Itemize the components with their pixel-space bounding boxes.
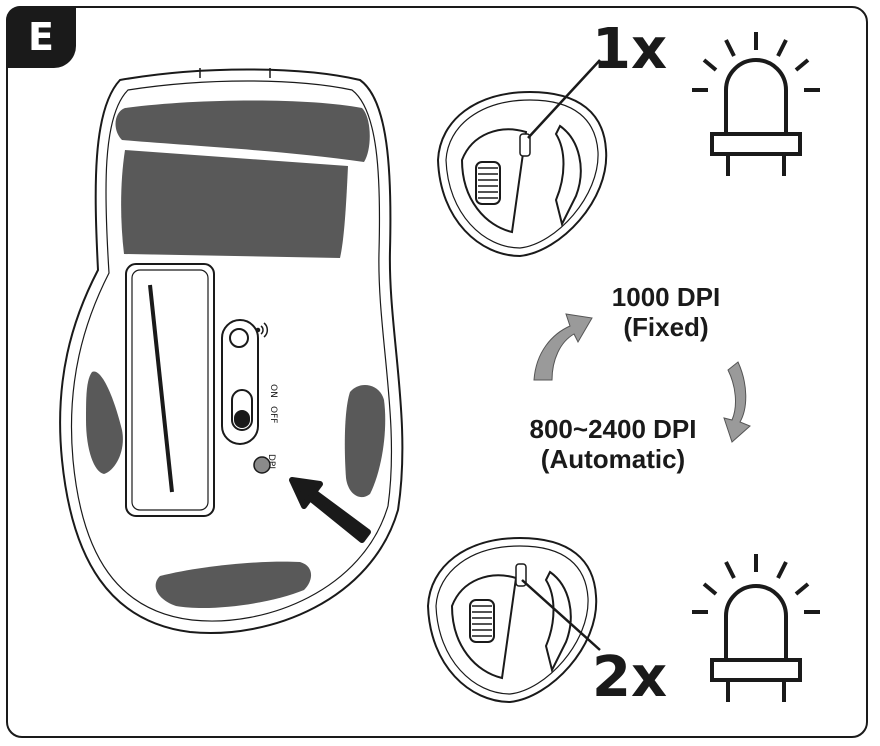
- bottom-glide-pad: [155, 561, 312, 609]
- figure-frame: [6, 6, 868, 738]
- cycle-arrow-up: [533, 313, 593, 381]
- upper-glide-pad: [121, 150, 348, 258]
- dpi-button-top: [519, 133, 531, 157]
- auto-dpi-value: 800~2400 DPI: [529, 414, 697, 444]
- power-switch-knob: [234, 410, 250, 428]
- leader-line-top: [527, 59, 601, 139]
- section-badge-label: E: [28, 15, 54, 59]
- leader-line-bottom: [521, 579, 601, 651]
- mouse-outline: [59, 68, 404, 634]
- cycle-arrow-down: [723, 361, 751, 443]
- dpi-button[interactable]: [253, 456, 271, 474]
- click-count-1x: 1x: [592, 17, 668, 82]
- battery-compartment: [125, 263, 215, 517]
- power-switch-panel: [221, 319, 259, 445]
- section-badge: [6, 6, 76, 68]
- scroll-wheel-bottom: [472, 605, 492, 637]
- arrow-icon: [289, 477, 371, 543]
- auto-dpi-mode: (Automatic): [540, 444, 686, 474]
- dpi-label: DPI: [266, 454, 276, 470]
- mouse-side-view-top: [436, 90, 608, 258]
- wireless-icon: [255, 322, 269, 338]
- mouse-side-view-bottom: [426, 536, 598, 704]
- on-label: ON: [268, 384, 278, 398]
- top-glide-pad: [115, 100, 370, 162]
- fixed-dpi-value: 1000 DPI: [611, 282, 721, 312]
- mouse-inner-outline: [70, 80, 393, 622]
- left-glide-pad: [86, 371, 123, 474]
- battery-slot: [148, 284, 174, 493]
- led-light-icon: [692, 32, 820, 176]
- click-count-2x: 2x: [592, 645, 668, 710]
- fixed-dpi-mode: (Fixed): [623, 312, 709, 342]
- scroll-wheel-top: [478, 167, 498, 199]
- right-glide-pad: [344, 385, 386, 498]
- led-light-icon: [692, 554, 820, 702]
- mouse-bottom-view: [59, 68, 404, 634]
- off-label: OFF: [268, 406, 278, 424]
- sensor-window: [229, 328, 249, 348]
